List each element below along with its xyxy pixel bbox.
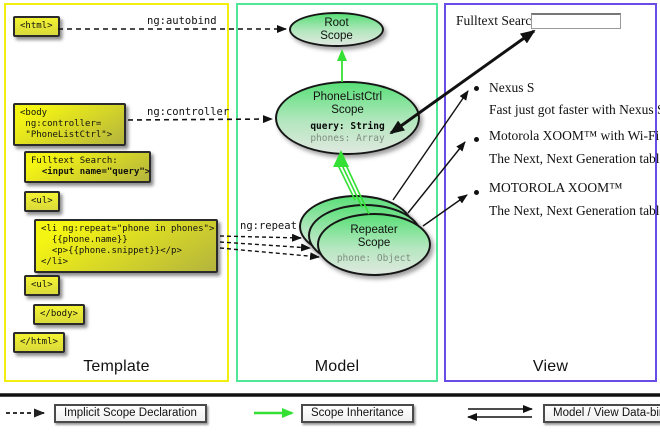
phone-object-prop: phone: Object	[336, 253, 412, 264]
view-item-snippet: The Next, Next Generation tablet.	[489, 151, 660, 166]
view-search-label: Fulltext Search:	[456, 13, 542, 28]
input-query-tag: <input name="query">	[31, 167, 151, 177]
view-item-snippet: Fast just got faster with Nexus S.	[489, 102, 660, 117]
body-open-line-2: ng:controller=	[20, 119, 102, 129]
repeater-scope-title-2: Scope	[357, 237, 391, 249]
view-item-name: MOTOROLA XOOM™	[489, 180, 623, 195]
repeater-scope-ellipse-front: Repeater Scope phone: Object	[317, 213, 431, 276]
template-column-label: Template	[83, 358, 150, 375]
model-column: Model	[236, 3, 438, 382]
body-open-line-1: <body	[20, 108, 48, 118]
model-column-label: Model	[314, 358, 360, 375]
body-close-tag-box: </body>	[33, 304, 85, 325]
view-item-snippet: The Next, Next Generation tablet.	[489, 203, 660, 218]
body-close-tag: </body>	[40, 309, 78, 319]
ul-second-tag: <ul>	[31, 280, 53, 290]
root-scope-title-1: Root	[324, 16, 349, 29]
ng-controller-label: ng:controller	[147, 106, 230, 118]
body-open-tag-box: <body ng:controller= "PhoneListCtrl">	[13, 103, 126, 146]
html-close-tag-box: </html>	[13, 332, 65, 353]
view-item-name: Nexus S	[489, 80, 535, 95]
ul-second-tag-box: <ul>	[24, 275, 60, 296]
view-item-name: Motorola XOOM™ with Wi-Fi	[489, 128, 660, 143]
view-column-label: View	[532, 358, 569, 375]
legend-implicit-scope-box: Implicit Scope Declaration	[54, 404, 207, 423]
ul-open-tag-box: <ul>	[24, 191, 60, 212]
root-scope-title-2: Scope	[320, 29, 353, 42]
root-scope-ellipse: Root Scope	[289, 12, 384, 47]
ng-autobind-label: ng:autobind	[147, 15, 217, 27]
body-open-line-3: "PhoneListCtrl">	[20, 130, 113, 140]
phonelistctrl-scope-ellipse: PhoneListCtrl Scope query: String phones…	[275, 81, 420, 155]
html-open-tag-box: <html>	[13, 16, 60, 37]
view-search-input[interactable]	[531, 13, 621, 29]
li-repeat-line-4: </li>	[41, 257, 69, 267]
ng-repeat-label: ng:repeat	[240, 220, 297, 232]
li-repeat-line-1: <li ng:repeat="phone in phones">	[41, 224, 215, 234]
ul-open-tag: <ul>	[31, 196, 53, 206]
li-repeat-line-2: {{phone.name}}	[41, 235, 128, 245]
html-open-tag: <html>	[20, 21, 53, 31]
li-repeat-box: <li ng:repeat="phone in phones"> {{phone…	[34, 219, 218, 273]
li-repeat-line-3: <p>{{phone.snippet}}</p>	[41, 246, 182, 256]
html-close-tag: </html>	[20, 337, 58, 347]
query-string-prop: query: String	[310, 121, 385, 132]
fulltext-search-label: Fulltext Search:	[31, 156, 118, 166]
phonelistctrl-scope-title-1: PhoneListCtrl	[312, 91, 383, 103]
phonelistctrl-scope-title-2: Scope	[331, 104, 364, 116]
repeater-scope-title-1: Repeater	[350, 224, 398, 236]
legend-data-binding-box: Model / View Data-binding	[543, 404, 660, 423]
view-item-bullet	[474, 190, 479, 195]
fulltext-search-box: Fulltext Search: <input name="query">	[24, 151, 151, 183]
phones-array-prop: phones: Array	[310, 133, 385, 144]
view-item-bullet	[474, 137, 479, 142]
view-item-bullet	[474, 86, 479, 91]
legend-scope-inheritance-box: Scope Inheritance	[301, 404, 414, 423]
